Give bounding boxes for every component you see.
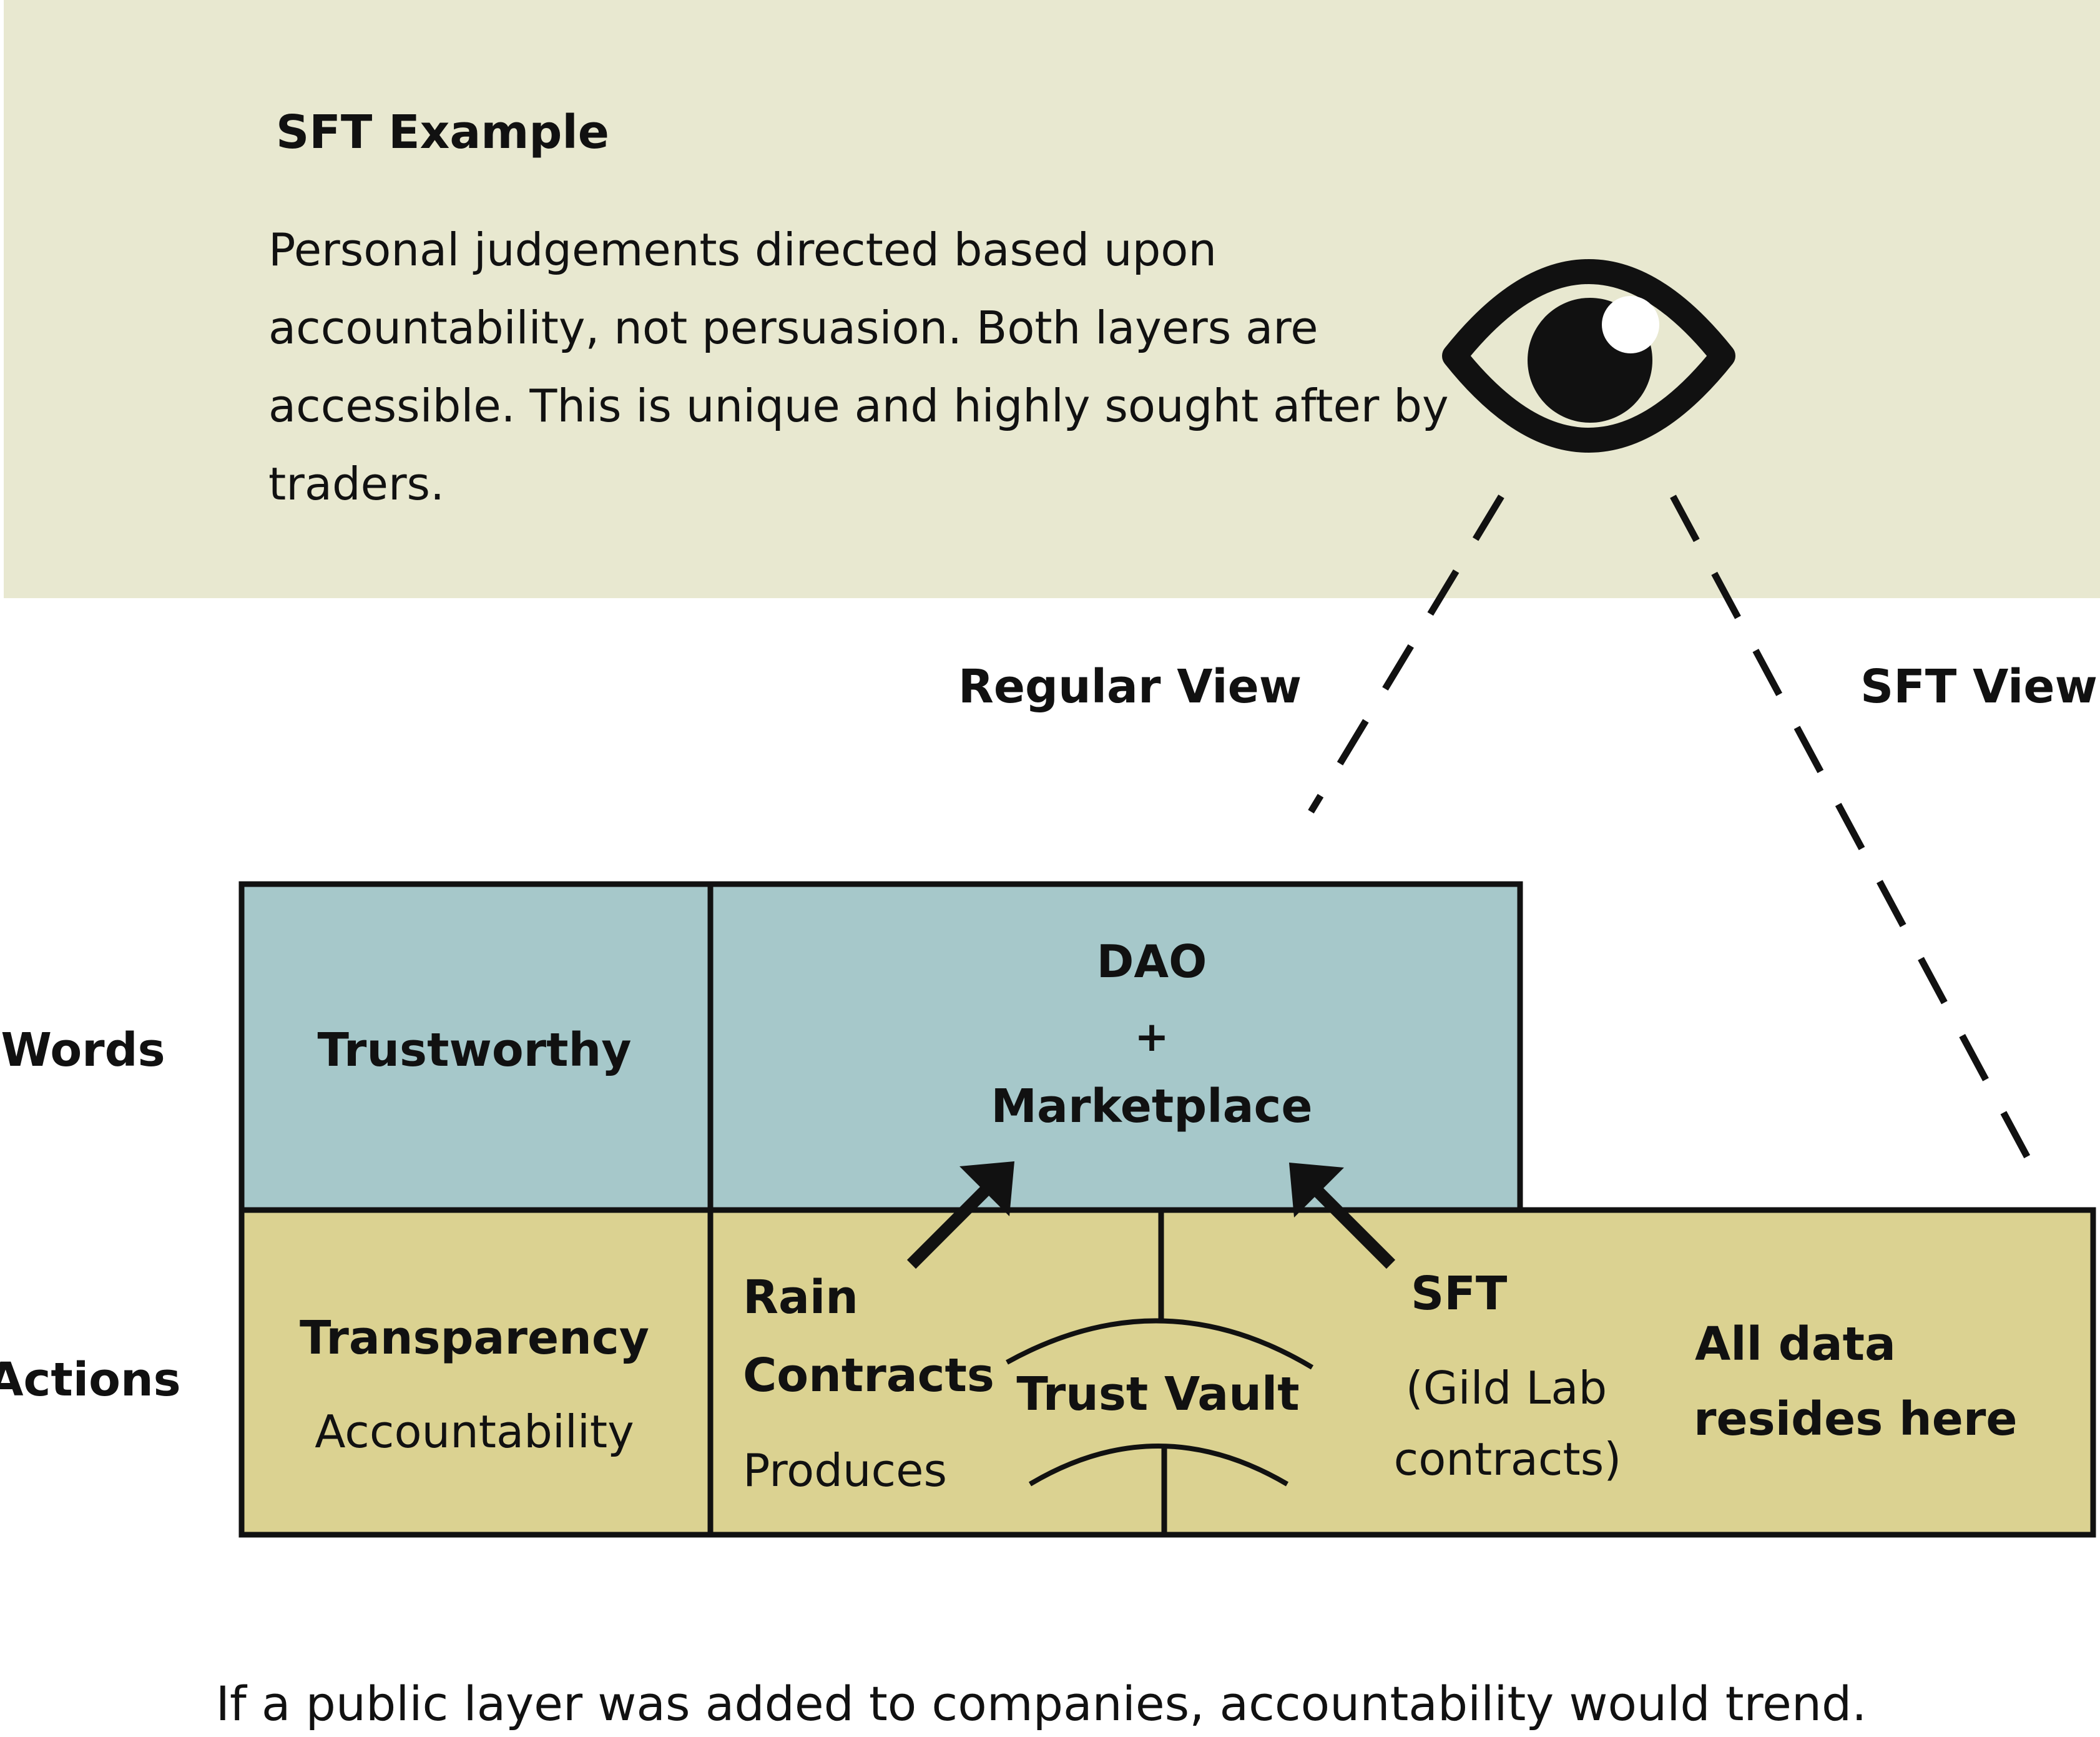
trust-vault-bottom-arc (1028, 1444, 1289, 1487)
words-layer (238, 881, 1523, 1213)
regular-view-line (1308, 495, 1504, 814)
sft-arrow (1289, 1163, 1396, 1269)
header-panel (4, 0, 2100, 598)
eye-icon (1442, 259, 1735, 453)
transparency-label: Transparency (300, 1311, 649, 1365)
description-line-4: traders. (268, 458, 444, 510)
footer-text: If a public layer was added to companies… (216, 1676, 1867, 1731)
resides-here-label: resides here (1694, 1392, 2018, 1446)
all-data-label: All data (1695, 1317, 1896, 1371)
row-label-actions: Actions (0, 1353, 181, 1407)
dao-label: DAO (1097, 935, 1207, 988)
sft-label: SFT (1411, 1267, 1508, 1321)
rain-arrow (906, 1161, 1014, 1269)
marketplace-label: Marketplace (991, 1080, 1312, 1133)
header-title: SFT Example (276, 106, 609, 159)
gild-lab-label: (Gild Lab (1406, 1362, 1607, 1414)
produces-label: Produces (743, 1444, 947, 1497)
accountability-label: Accountability (315, 1405, 634, 1458)
regular-view-label: Regular View (958, 660, 1302, 714)
description-line-1: Personal judgements directed based upon (268, 224, 1217, 276)
trustworthy-label: Trustworthy (318, 1023, 632, 1077)
description-line-3: accessible. This is unique and highly so… (268, 380, 1449, 432)
contracts-paren-label: contracts) (1394, 1433, 1622, 1485)
trust-vault-label: Trust Vault (1016, 1367, 1299, 1421)
contracts-label: Contracts (743, 1349, 994, 1402)
row-label-words: Words (1, 1023, 165, 1077)
rain-label: Rain (743, 1271, 858, 1324)
trust-vault-top-arc (1006, 1318, 1314, 1370)
actions-layer (238, 1207, 2096, 1538)
sft-view-label: SFT View (1860, 660, 2098, 714)
sft-view-line (1670, 495, 2044, 1185)
description-line-2: accountability, not persuasion. Both lay… (268, 302, 1318, 354)
plus-label: + (1134, 1013, 1169, 1061)
